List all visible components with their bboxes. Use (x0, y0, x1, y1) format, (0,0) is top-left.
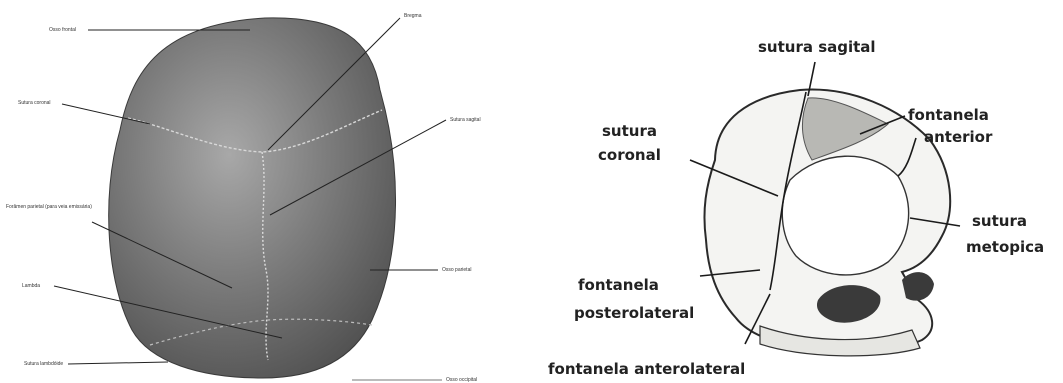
label-frontal-bone: Osso frontal (49, 27, 76, 33)
label-coronal-suture-2: coronal (598, 146, 661, 164)
label-anterior-fontanelle-2: anterior (924, 128, 993, 146)
orbit-right (902, 272, 934, 301)
label-lambda: Lambda (22, 283, 40, 289)
label-sagittal-suture-infant: sutura sagital (758, 38, 876, 56)
label-sagittal-suture: Sutura sagital (450, 117, 481, 123)
label-parietal-bone: Osso parietal (442, 267, 471, 273)
label-lambdoid-suture: Sutura lambdóide (24, 361, 63, 367)
label-posterolateral-fontanelle-1: fontanela (578, 276, 659, 294)
leader-lambdoid (68, 362, 168, 364)
label-parietal-foramen: Forâmen parietal (para veia emissária) (6, 204, 92, 210)
label-coronal-suture: Sutura coronal (18, 100, 51, 106)
skull-vault (109, 18, 396, 378)
label-anterolateral-fontanelle: fontanela anterolateral (548, 360, 745, 378)
label-anterior-fontanelle-1: fontanela (908, 106, 989, 124)
adult-skull-top-view: Osso frontal Bregma Sutura coronal Sutur… (6, 13, 481, 383)
infant-skull: sutura sagital fontanela anterior sutura… (548, 38, 1044, 378)
label-coronal-suture-1: sutura (602, 122, 657, 140)
label-metopic-suture-1: sutura (972, 212, 1027, 230)
frontal-bone (782, 156, 908, 275)
label-occipital-bone: Osso occipital (446, 377, 477, 383)
label-bregma: Bregma (404, 13, 422, 19)
label-posterolateral-fontanelle-2: posterolateral (574, 304, 694, 322)
label-metopic-suture-2: metopica (966, 238, 1044, 256)
